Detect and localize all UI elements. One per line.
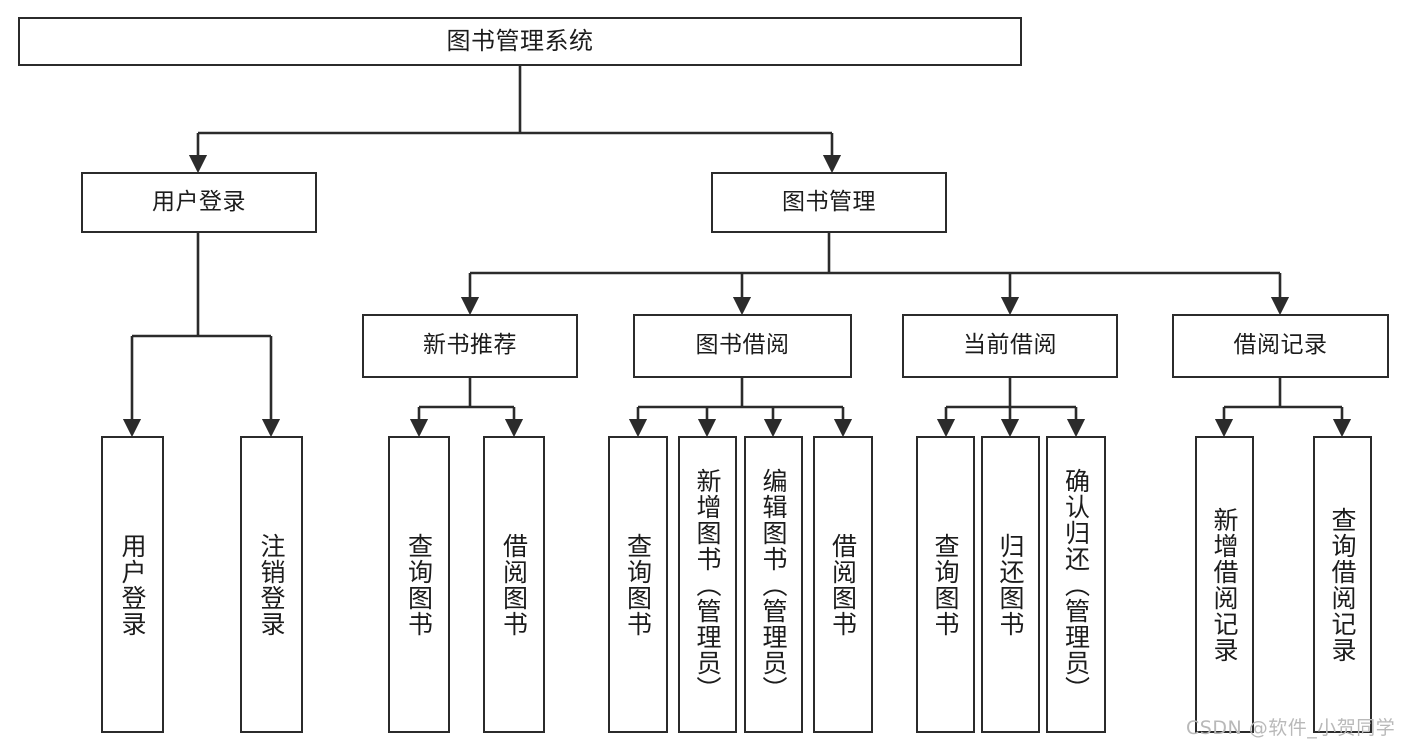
node-leaf-query-record-label: 查询借阅记录 [1328,506,1357,663]
node-user-login[interactable]: 用户登录 [81,172,317,233]
node-leaf-logout-login[interactable]: 注销登录 [240,436,303,733]
node-book-borrow[interactable]: 图书借阅 [633,314,852,378]
node-leaf-return-book-label: 归还图书 [996,532,1025,637]
node-current-borrow[interactable]: 当前借阅 [902,314,1118,378]
node-book-management-label: 图书管理 [782,188,876,215]
node-leaf-confirm-return[interactable]: 确认归还（管理员） [1046,436,1106,733]
node-new-book-recommend-label: 新书推荐 [423,332,517,359]
node-leaf-query-book-2[interactable]: 查询图书 [608,436,668,733]
node-leaf-query-book-1[interactable]: 查询图书 [388,436,450,733]
csdn-watermark: CSDN @软件_小贺同学 [1186,717,1396,739]
node-leaf-borrow-book-1-label: 借阅图书 [499,532,529,637]
node-leaf-edit-book[interactable]: 编辑图书（管理员） [744,436,803,733]
node-user-login-label: 用户登录 [152,188,246,215]
node-leaf-query-record[interactable]: 查询借阅记录 [1313,436,1372,733]
node-root[interactable]: 图书管理系统 [18,17,1022,66]
node-leaf-confirm-return-label: 确认归还（管理员） [1061,467,1091,702]
node-leaf-add-book[interactable]: 新增图书（管理员） [678,436,737,733]
node-leaf-return-book[interactable]: 归还图书 [981,436,1040,733]
node-leaf-user-login-label: 用户登录 [118,532,147,637]
node-leaf-query-book-3[interactable]: 查询图书 [916,436,975,733]
node-root-label: 图书管理系统 [446,27,594,56]
node-book-borrow-label: 图书借阅 [695,332,790,359]
node-leaf-query-book-1-label: 查询图书 [404,532,434,637]
node-leaf-add-record[interactable]: 新增借阅记录 [1195,436,1254,733]
node-leaf-add-book-label: 新增图书（管理员） [693,467,722,702]
node-new-book-recommend[interactable]: 新书推荐 [362,314,578,378]
node-leaf-user-login[interactable]: 用户登录 [101,436,164,733]
node-leaf-query-book-2-label: 查询图书 [623,532,653,637]
node-leaf-query-book-3-label: 查询图书 [931,532,960,637]
node-book-management[interactable]: 图书管理 [711,172,947,233]
node-leaf-edit-book-label: 编辑图书（管理员） [759,467,788,702]
node-borrow-record[interactable]: 借阅记录 [1172,314,1389,378]
node-current-borrow-label: 当前借阅 [963,332,1057,359]
node-leaf-borrow-book-2-label: 借阅图书 [828,532,858,637]
node-leaf-borrow-book-2[interactable]: 借阅图书 [813,436,873,733]
node-leaf-add-record-label: 新增借阅记录 [1210,506,1239,663]
node-borrow-record-label: 借阅记录 [1233,332,1328,359]
node-leaf-logout-login-label: 注销登录 [257,532,286,637]
node-leaf-borrow-book-1[interactable]: 借阅图书 [483,436,545,733]
